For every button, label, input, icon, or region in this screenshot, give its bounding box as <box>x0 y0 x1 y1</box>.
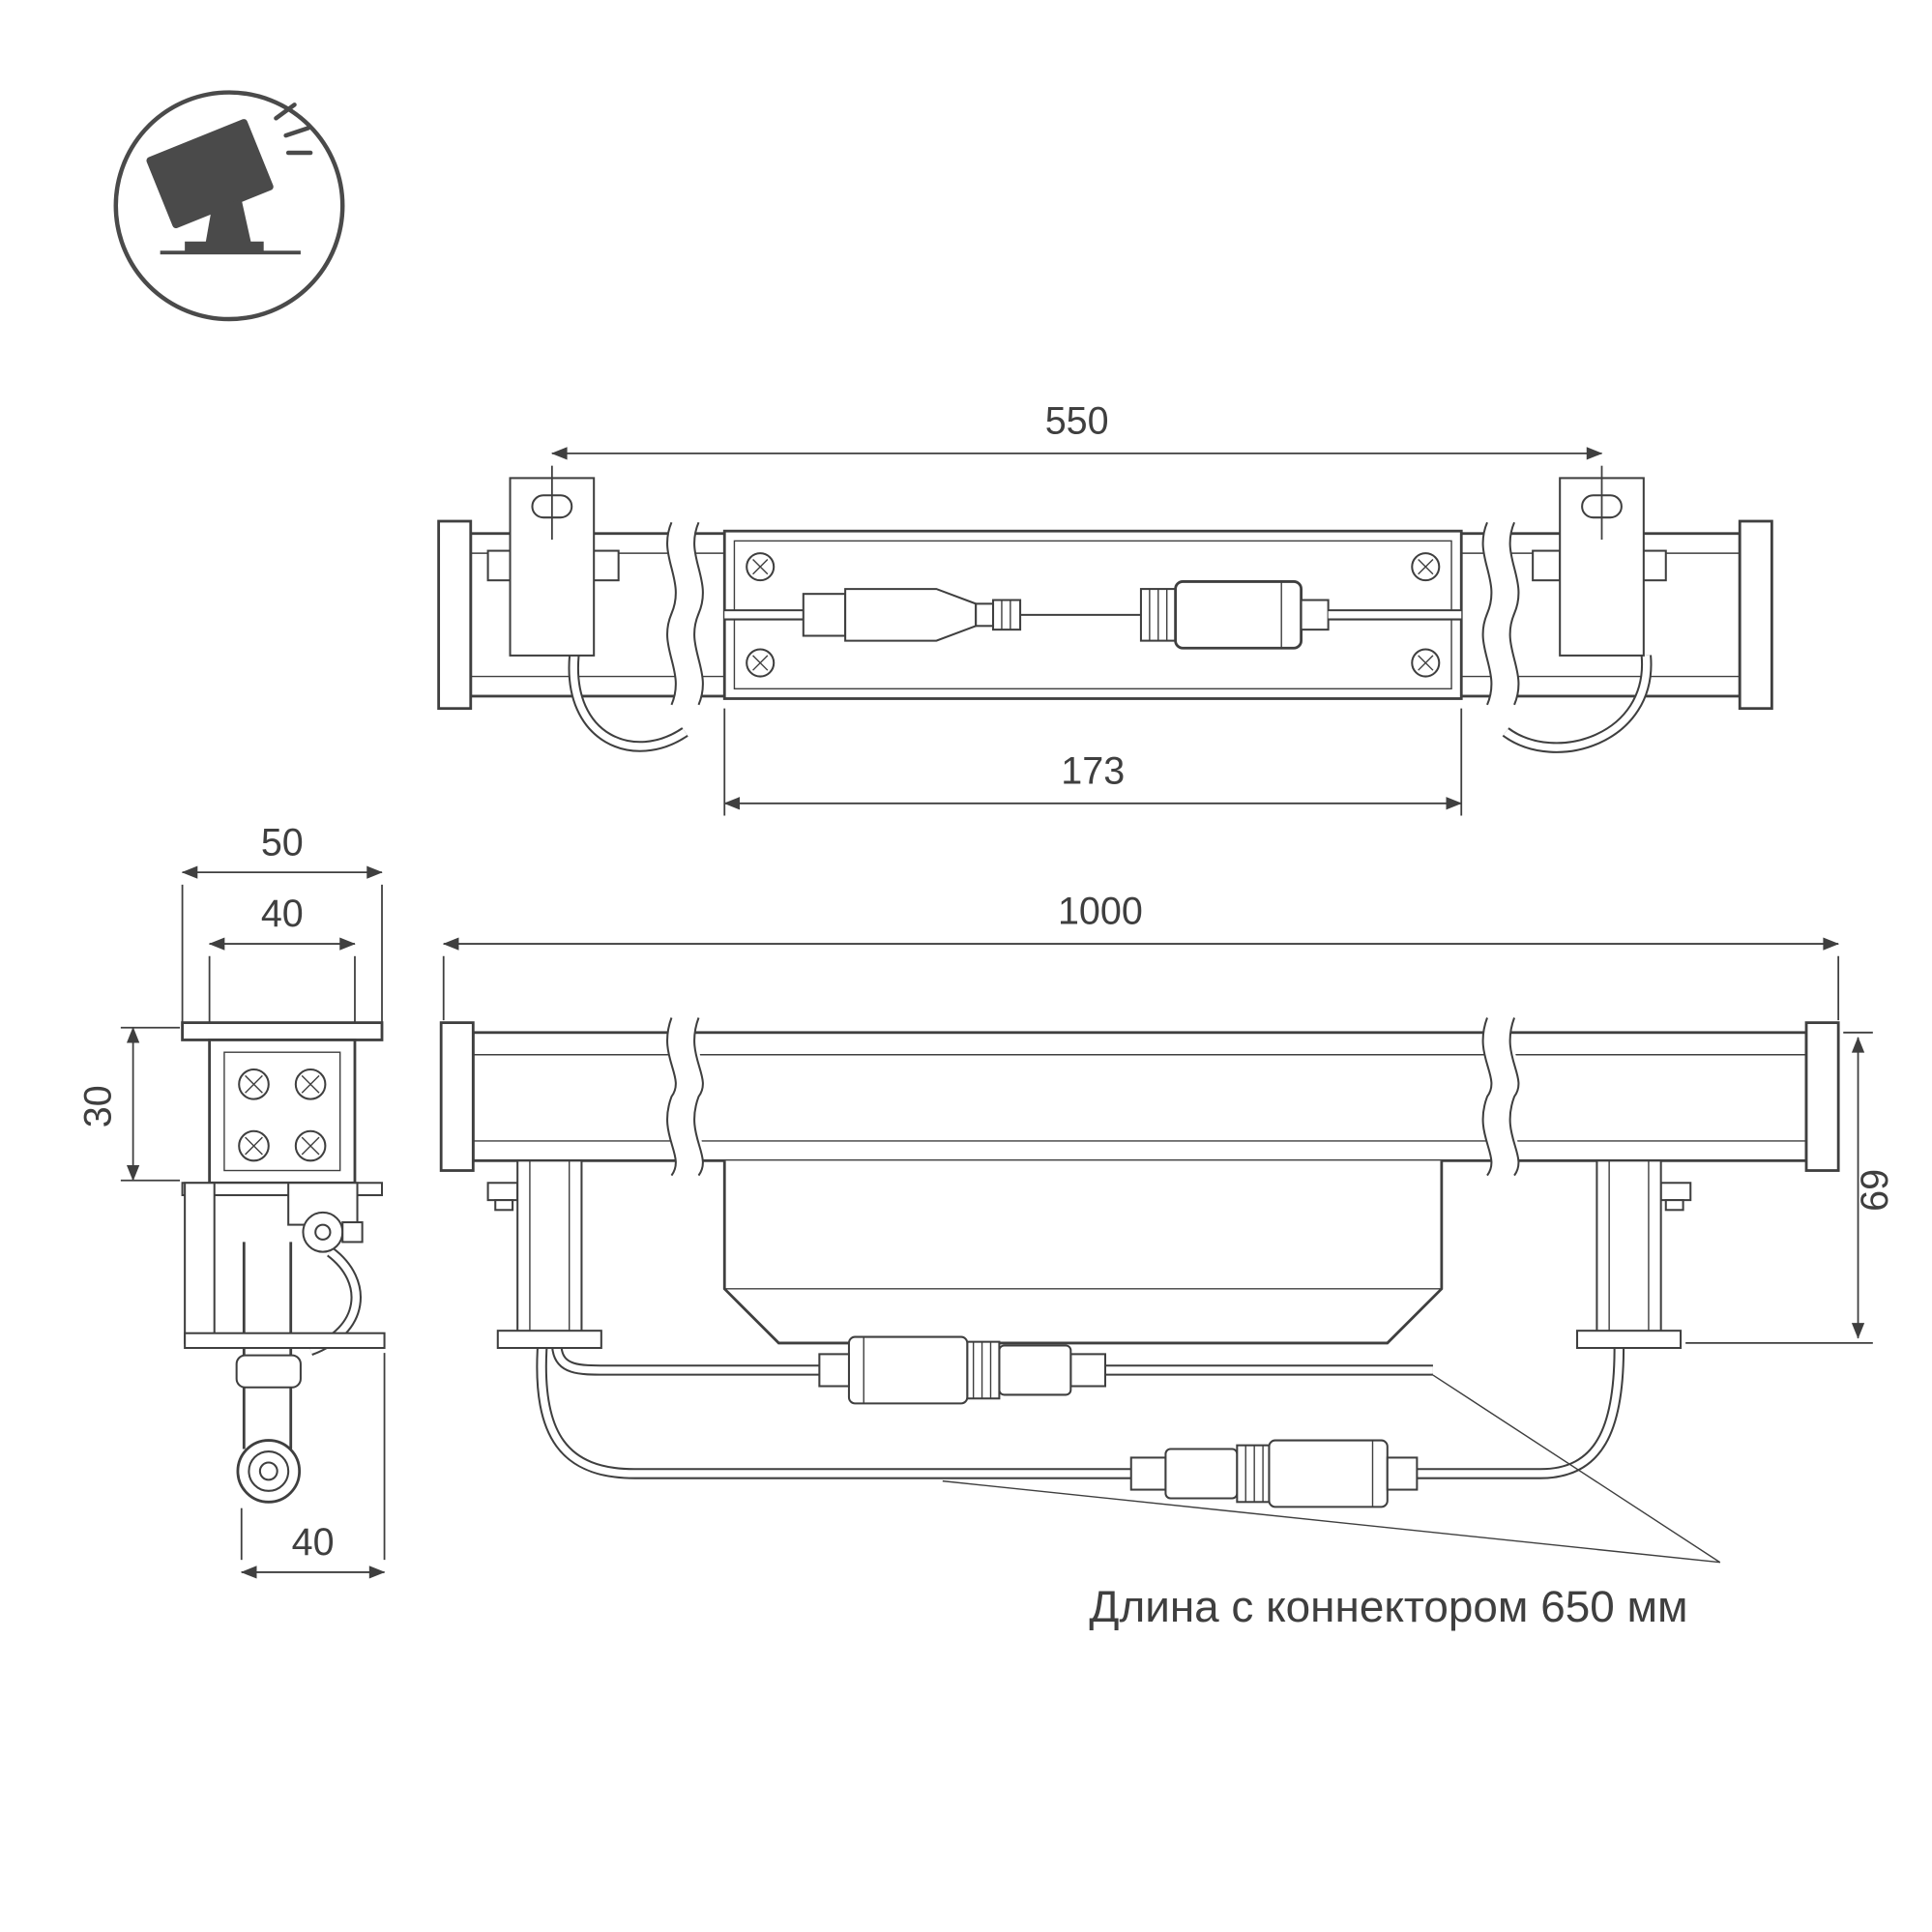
dim-550: 550 <box>550 400 1603 541</box>
top-view-bracket-right <box>1532 477 1667 657</box>
side-view-bracket <box>184 1182 386 1356</box>
bolt-icon <box>1659 1182 1692 1202</box>
break-symbol <box>666 1017 704 1177</box>
dim-40-top: 40 <box>208 893 356 1036</box>
screw-icon <box>238 1068 270 1100</box>
dim-69-label: 69 <box>1854 1169 1896 1212</box>
annotation-text: Длина с коннектором 650 мм <box>1089 1581 1687 1631</box>
annotation-leader <box>942 1374 1721 1564</box>
top-view-connector-female <box>1139 580 1462 650</box>
break-symbol <box>666 521 704 706</box>
screw-icon <box>1411 648 1441 678</box>
dim-30: 30 <box>77 1026 181 1182</box>
front-view-endcap-right <box>1804 1021 1840 1172</box>
floodlight-icon <box>113 90 345 322</box>
side-view-cable-gland <box>235 1242 302 1504</box>
screw-icon <box>1411 552 1441 582</box>
top-view: 550 173 <box>437 400 1773 816</box>
top-view-connector-male <box>724 588 1022 642</box>
front-view-endcap-left <box>439 1021 475 1172</box>
front-view-cables <box>536 1346 1625 1479</box>
dim-50: 50 <box>181 821 383 1023</box>
dim-1000-label: 1000 <box>1058 891 1143 933</box>
break-symbol <box>1481 521 1520 706</box>
dim-50-label: 50 <box>261 821 304 864</box>
top-view-endcap-left <box>437 519 473 711</box>
front-view: 1000 <box>439 891 1896 1631</box>
dim-1000: 1000 <box>442 891 1840 1021</box>
front-view-bracket-left <box>486 1159 602 1350</box>
connector-pair <box>1129 1439 1419 1508</box>
screw-icon <box>746 552 776 582</box>
dim-40-bottom: 40 <box>240 1353 386 1579</box>
dim-30-label: 30 <box>77 1085 120 1127</box>
dim-173-label: 173 <box>1061 749 1125 792</box>
side-view-body <box>181 1021 384 1197</box>
top-view-bracket-left <box>486 477 620 657</box>
dim-69: 69 <box>1685 1031 1896 1344</box>
dim-550-label: 550 <box>1045 400 1109 443</box>
dim-40-bottom-label: 40 <box>292 1521 335 1564</box>
top-view-endcap-right <box>1738 519 1773 711</box>
screw-icon <box>294 1129 327 1162</box>
light-rays-icon <box>274 102 313 156</box>
break-symbol <box>1481 1017 1520 1177</box>
locking-bolt <box>341 1221 364 1244</box>
connector-pair <box>818 1335 1107 1405</box>
screw-icon <box>294 1068 327 1100</box>
screw-icon <box>746 648 776 678</box>
dim-173: 173 <box>723 708 1463 816</box>
front-view-bracket-right <box>1576 1159 1692 1350</box>
bolt-icon <box>486 1182 519 1202</box>
front-view-housing <box>722 1160 1444 1345</box>
screw-icon <box>238 1129 270 1162</box>
dim-40-top-label: 40 <box>261 893 304 935</box>
side-view: 50 40 <box>77 821 386 1579</box>
